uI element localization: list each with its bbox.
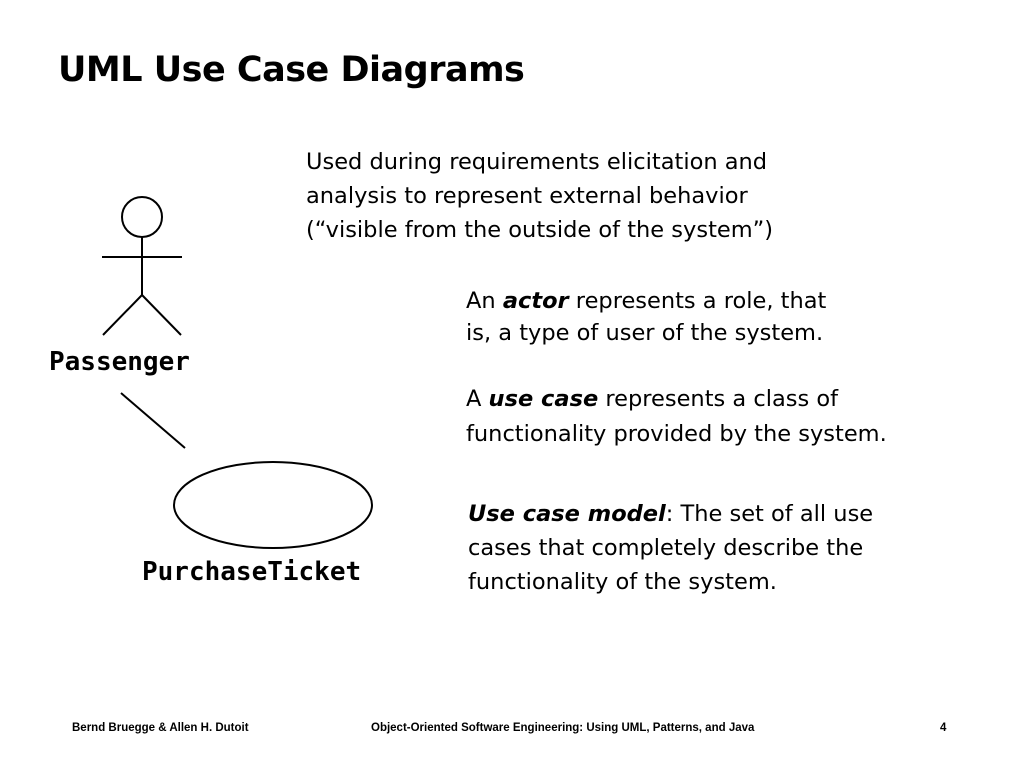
actor-definition-line: An actor represents a role, that <box>466 285 826 317</box>
actor-label: Passenger <box>49 347 190 377</box>
footer-book-title: Object-Oriented Software Engineering: Us… <box>371 722 755 734</box>
use-case-model-definition-rest: : The set of all use <box>665 501 874 527</box>
actor-term: actor <box>502 288 569 314</box>
actor-definition: An actor represents a role, that is, a t… <box>466 285 826 349</box>
use-case-model-definition-line: cases that completely describe the <box>468 535 864 561</box>
footer-authors: Bernd Bruegge & Allen H. Dutoit <box>72 722 249 734</box>
use-case-model-definition-line: functionality of the system. <box>468 569 777 595</box>
intro-line: analysis to represent external behavior <box>306 183 748 209</box>
actor-left-leg <box>102 294 143 336</box>
use-case-definition-line: functionality provided by the system. <box>466 421 887 447</box>
association-line <box>120 392 186 449</box>
footer-page-number: 4 <box>940 722 947 734</box>
use-case-label: PurchaseTicket <box>142 557 362 587</box>
use-case-definition-line: A use case represents a class of <box>466 382 887 417</box>
use-case-definition-rest: represents a class of <box>598 386 839 412</box>
intro-line: (“visible from the outside of the system… <box>306 217 774 243</box>
use-case-definition-prefix: A <box>466 386 489 412</box>
intro-line: Used during requirements elicitation and <box>306 149 768 175</box>
actor-definition-line: is, a type of user of the system. <box>466 320 824 346</box>
slide-title: UML Use Case Diagrams <box>58 50 525 90</box>
use-case-definition: A use case represents a class of functio… <box>466 382 887 452</box>
use-case-model-definition-line: Use case model: The set of all use <box>468 497 873 531</box>
actor-right-leg <box>141 294 182 336</box>
actor-stick-figure <box>102 196 182 336</box>
use-case-model-definition: Use case model: The set of all use cases… <box>468 497 873 599</box>
actor-head <box>121 196 163 238</box>
intro-paragraph: Used during requirements elicitation and… <box>306 145 773 247</box>
use-case-model-term: Use case model <box>468 501 666 527</box>
actor-definition-prefix: An <box>466 288 503 314</box>
use-case-ellipse <box>173 461 373 549</box>
use-case-term: use case <box>488 386 599 412</box>
actor-definition-rest: represents a role, that <box>568 288 827 314</box>
